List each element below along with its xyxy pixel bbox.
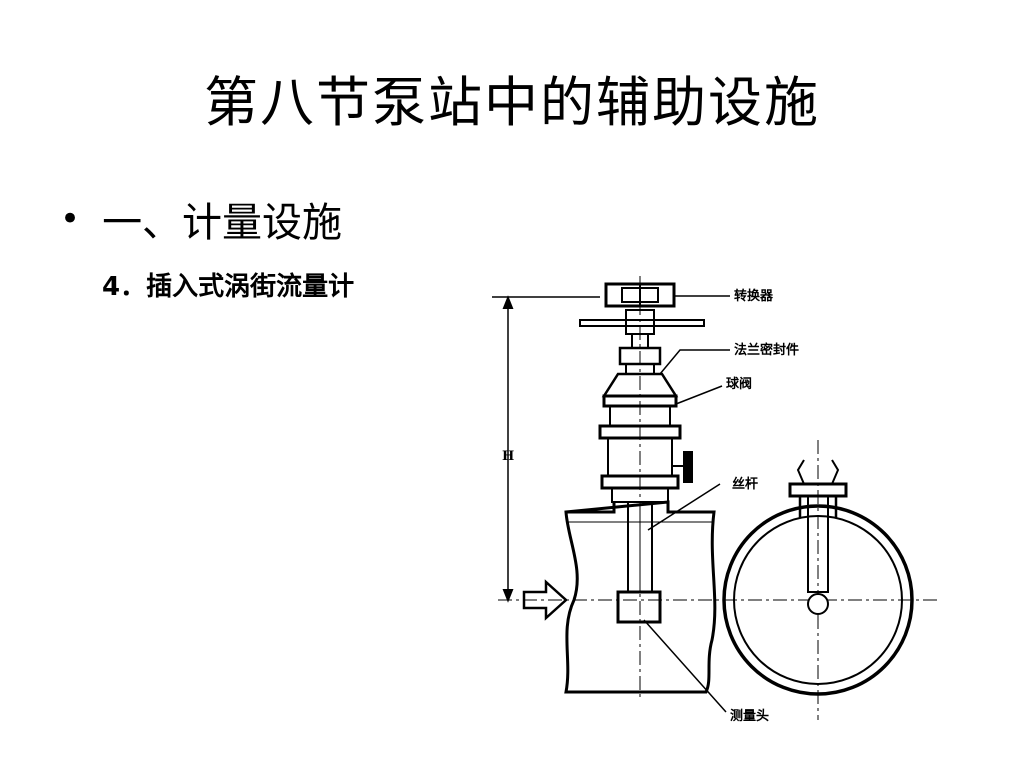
- sub-item-heading: 4．插入式涡街流量计: [102, 272, 355, 302]
- probe-label: 测量头: [730, 708, 769, 724]
- converter-label: 转换器: [734, 288, 774, 304]
- vortex-flowmeter-diagram: H 转换器 法兰密封件 球阀 丝杆 测量头: [492, 276, 940, 724]
- height-label: H: [502, 449, 514, 464]
- bullet-item: • 一、计量设施: [60, 190, 342, 248]
- slide-title: 第八节泵站中的辅助设施: [204, 71, 820, 134]
- stem-label: 丝杆: [732, 476, 758, 492]
- flange-seal-label: 法兰密封件: [734, 342, 799, 358]
- bullet-text: 一、计量设施: [102, 200, 343, 246]
- bullet-marker: •: [60, 199, 81, 239]
- ball-valve-label: 球阀: [726, 376, 752, 392]
